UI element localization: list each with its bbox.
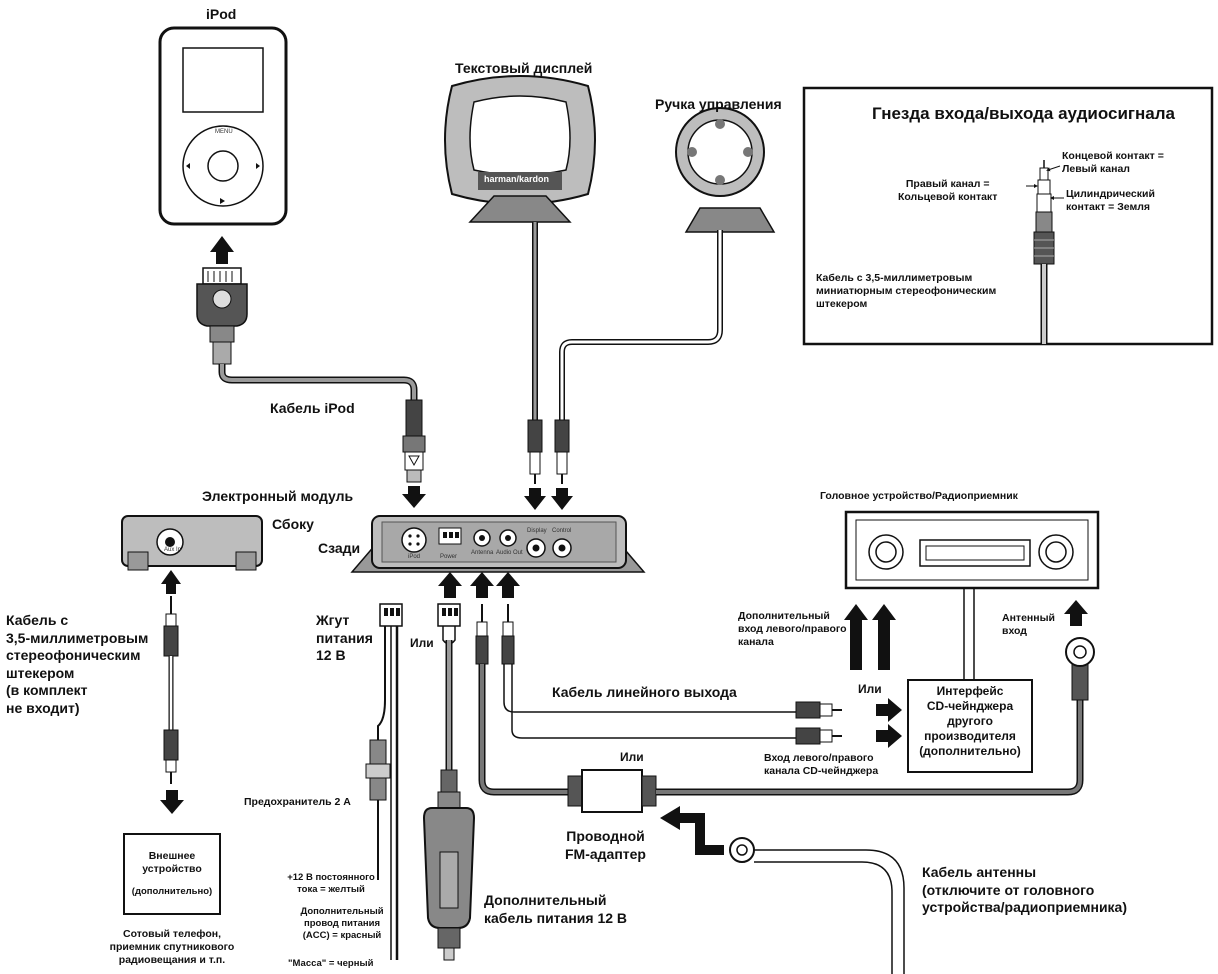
harness-label: Жгут питания 12 В	[316, 612, 373, 663]
text-display-device	[444, 75, 596, 223]
devices-note-label: Сотовый телефон, приемник спутникового р…	[109, 928, 235, 967]
head-unit-device	[844, 510, 1100, 590]
port-antenna-text: Antenna	[471, 550, 494, 556]
side-label: Сбоку	[272, 516, 314, 532]
electronic-module-rear	[350, 515, 646, 573]
head-unit-up-arrows	[844, 600, 1088, 670]
display-control-plugs	[524, 419, 573, 510]
or-label-1: Или	[410, 636, 434, 650]
antenna-cable	[729, 837, 905, 974]
cd-interface-box	[907, 679, 1033, 773]
acc-wire-label: Дополнительный провод питания (ACC) = кр…	[300, 906, 384, 941]
port-power-text: Power	[440, 554, 458, 560]
head-unit-label: Головное устройство/Радиоприемник	[820, 490, 1018, 502]
line-out-cable	[501, 604, 842, 745]
ground-label: "Масса" = черный	[288, 958, 374, 969]
stereo-cable-left-label: Кабель с 3,5-миллиметровым стереофоничес…	[6, 612, 149, 716]
port-ipod-text: iPod	[408, 554, 421, 560]
power-harness	[365, 603, 403, 960]
right-channel-label: Правый канал = Кольцевой контакт	[898, 178, 998, 204]
port-control-text: Control	[552, 528, 572, 534]
side-up-arrow-icon	[161, 570, 181, 594]
ipod-cable-label: Кабель iPod	[270, 400, 355, 416]
audio-panel-title: Гнезда входа/выхода аудиосигнала	[872, 104, 1175, 123]
or-label-3: Или	[620, 750, 644, 764]
stereo-cable-left	[163, 596, 179, 784]
module-input-arrows	[438, 572, 520, 598]
antenna-input-label: Антенный вход	[1002, 612, 1056, 638]
brand-text: harman/kardon	[484, 174, 550, 184]
fm-adapter-cable	[475, 604, 1095, 813]
text-display-label: Текстовый дисплей	[455, 60, 593, 76]
port-audio-out-text: Audio Out	[496, 550, 523, 556]
aux-input-label: Дополнительный вход левого/правого канал…	[738, 610, 847, 649]
control-knob-label: Ручка управления	[655, 96, 782, 112]
control-cable	[559, 230, 723, 420]
tip-contact-label: Концевой контакт = Левый канал	[1062, 150, 1164, 176]
sleeve-contact-label: Цилиндрический контакт = Земля	[1066, 188, 1155, 214]
cd-interface-label: Интерфейс CD-чейнджера другого производи…	[919, 684, 1021, 758]
aux-power-cable	[422, 603, 476, 961]
down-arrow-external-icon	[160, 790, 184, 814]
fm-adapter-label: Проводной FM-адаптер	[565, 828, 646, 862]
ipod-device	[158, 26, 288, 226]
antenna-cable-label: Кабель антенны (отключите от головного у…	[922, 864, 1128, 915]
ipod-dock-connector	[196, 267, 248, 365]
plus12v-label: +12 В постоянного тока = желтый	[287, 872, 375, 895]
external-device-label: Внешнее устройство	[142, 850, 202, 876]
port-display-text: Display	[527, 528, 547, 534]
stereo-plug-illustration	[1026, 160, 1064, 344]
bent-arrow-icon	[676, 813, 724, 855]
rear-label: Сзади	[318, 540, 361, 556]
down-arrow-icon	[402, 486, 426, 508]
port-aux-text: Aux In	[164, 547, 182, 553]
electronic-module-side	[121, 515, 263, 571]
ipod-cable-plug	[402, 399, 426, 483]
ipod-label: iPod	[206, 6, 237, 22]
audio-jack-panel	[802, 86, 1214, 346]
external-device-sub-label: (дополнительно)	[131, 886, 213, 897]
ipod-menu-text: MENU	[215, 129, 233, 135]
electronic-module-label: Электронный модуль	[202, 488, 354, 504]
fuse-label: Предохранитель 2 А	[244, 796, 351, 808]
or-label-2: Или	[858, 682, 882, 696]
external-device-box	[123, 833, 221, 915]
control-knob-device	[675, 107, 776, 233]
up-arrow-icon	[210, 236, 234, 264]
stereo-cable-panel-label: Кабель с 3,5-миллиметровым миниатюрным с…	[816, 272, 997, 311]
aux-power-cable-label: Дополнительный кабель питания 12 В	[484, 892, 628, 926]
line-out-cable-label: Кабель линейного выхода	[552, 684, 737, 700]
cd-input-label: Вход левого/правого канала CD-чейнджера	[764, 752, 879, 778]
right-arrows-icon	[876, 698, 902, 748]
